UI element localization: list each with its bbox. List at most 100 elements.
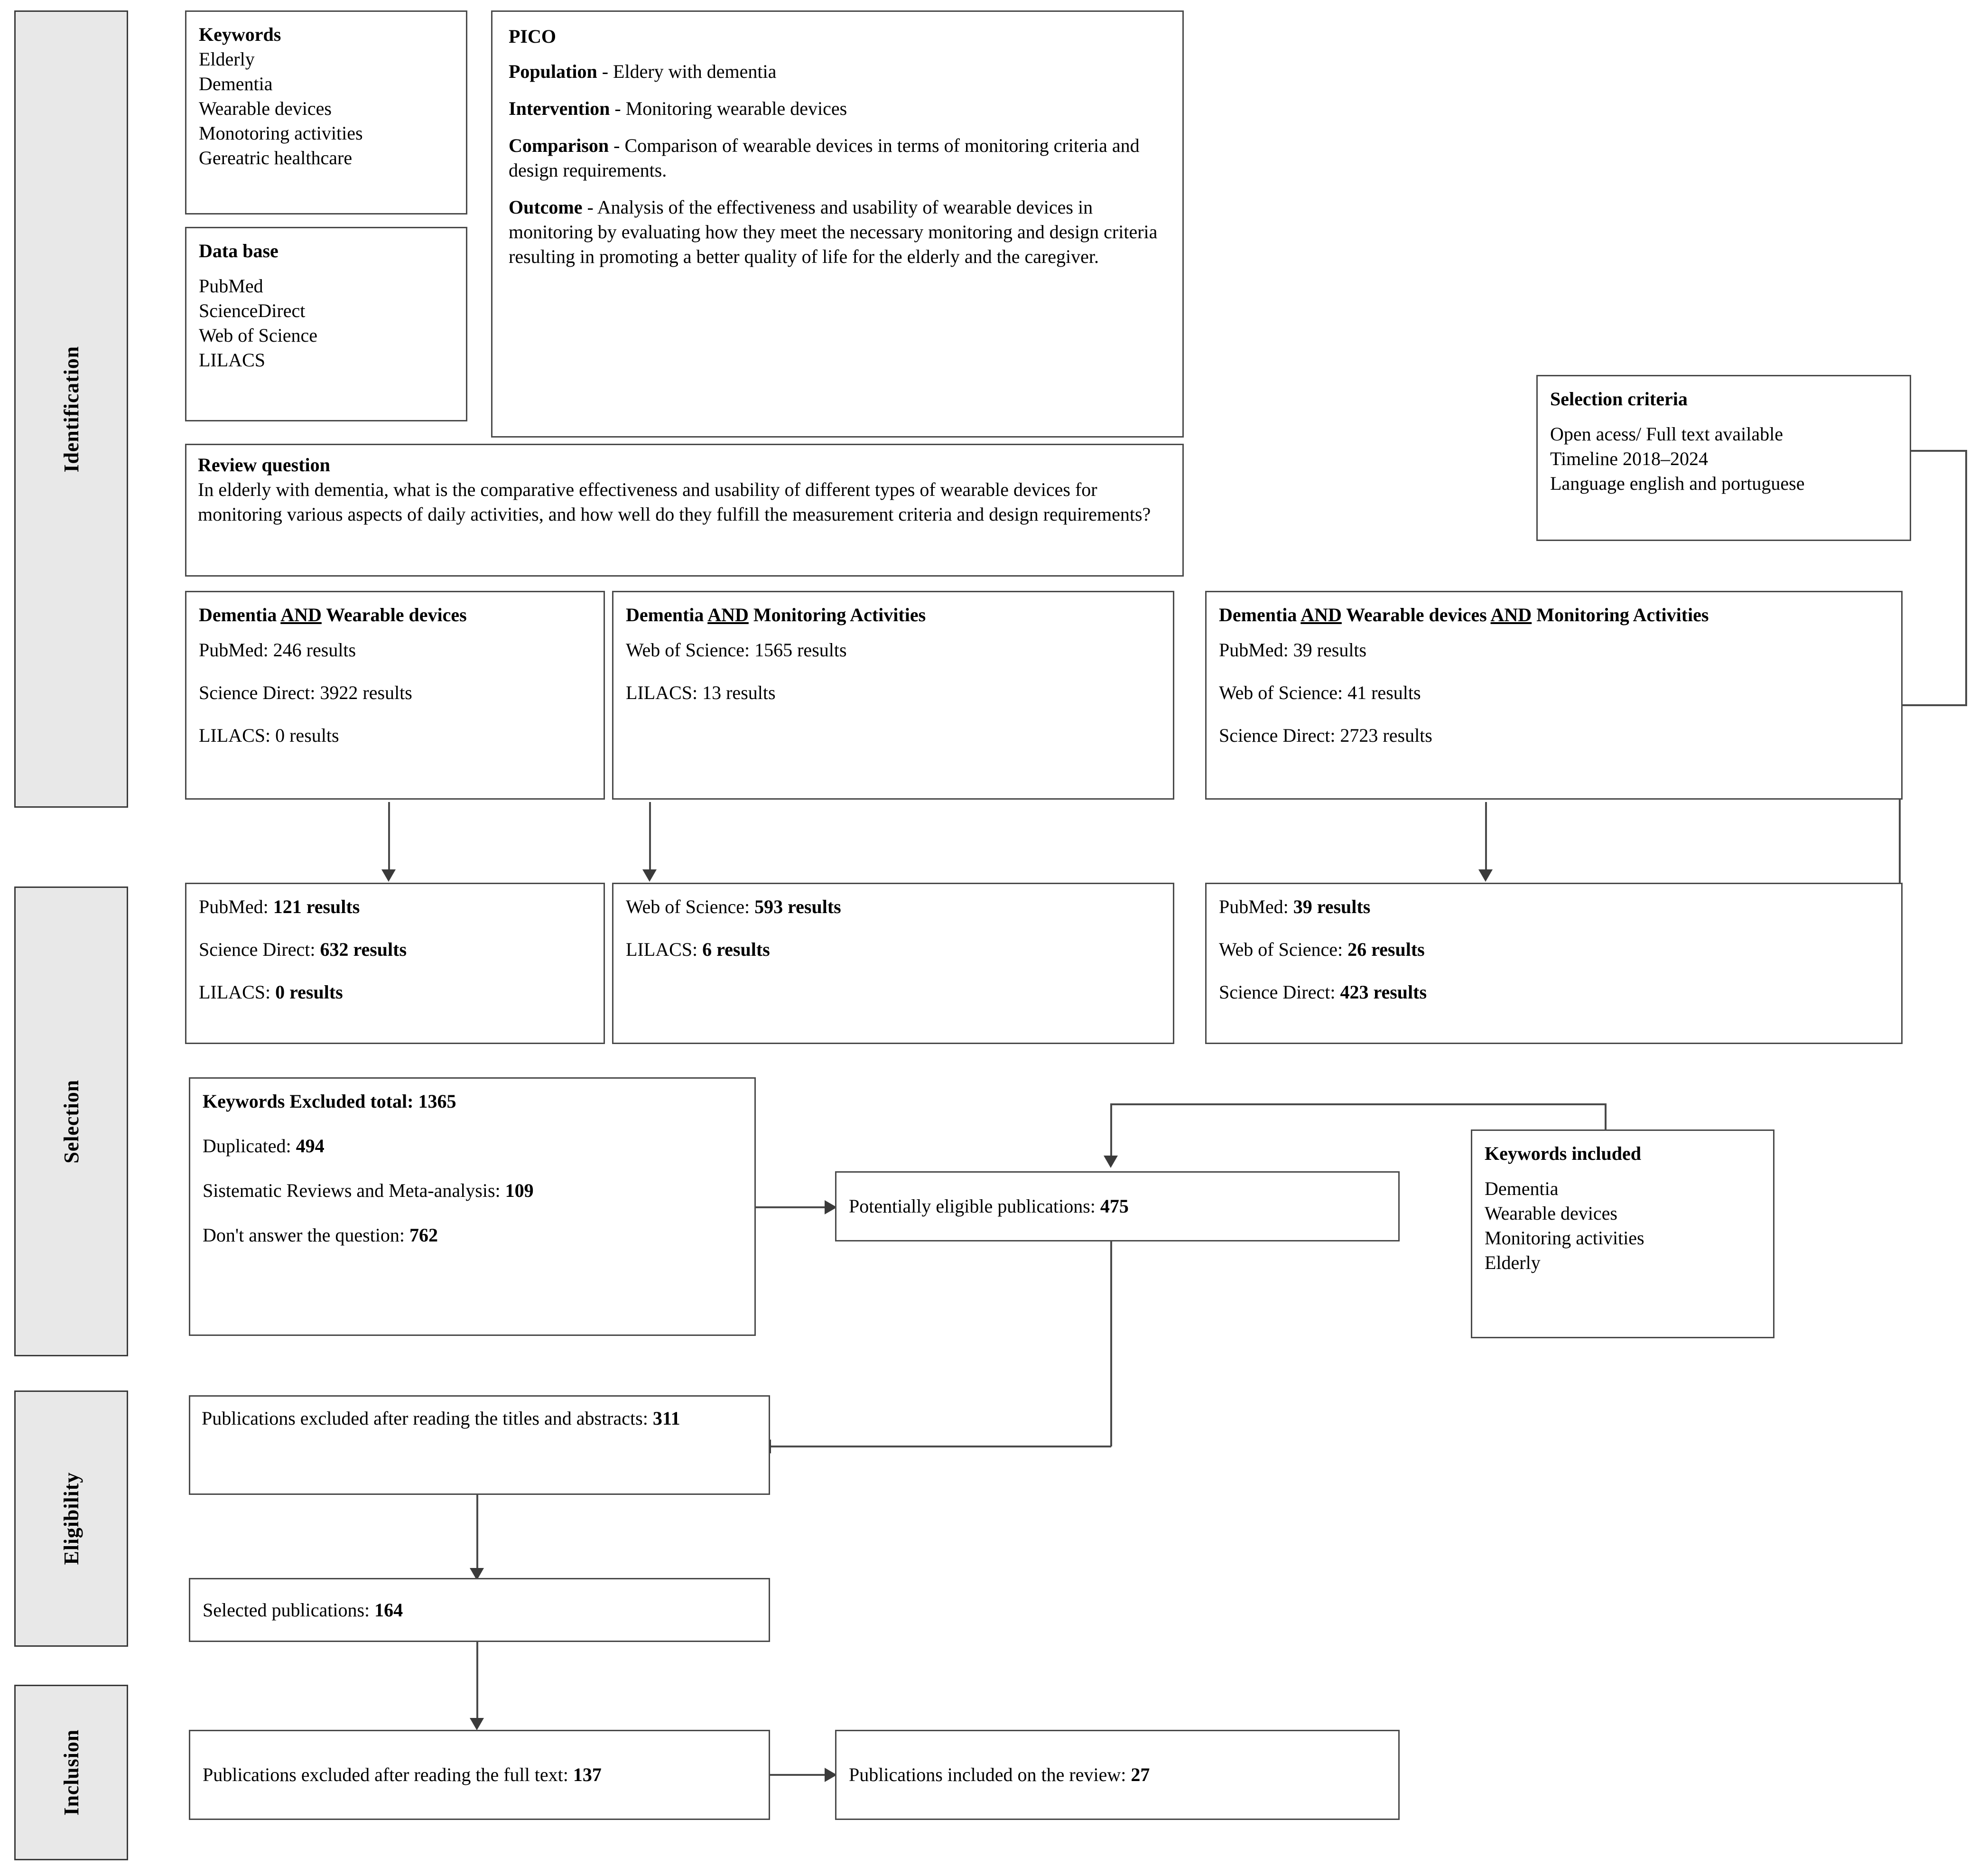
keywords-box-title: Keywords: [199, 24, 281, 45]
query-title-operator: AND: [707, 604, 749, 625]
query-title-part: Dementia: [626, 604, 708, 625]
filtered-row-label: Web of Science:: [626, 896, 755, 917]
query-box-title: Dementia AND Monitoring Activities: [626, 603, 1161, 627]
selected-publications-box: Selected publications: 164: [189, 1578, 770, 1642]
keywords-item: Gereatric healthcare: [199, 147, 353, 168]
connector-eligible-v: [1110, 1241, 1112, 1446]
spacer: [199, 263, 454, 274]
filtered-row-value: 26 results: [1347, 939, 1425, 960]
excluded-titles-box: Publications excluded after reading the …: [189, 1395, 770, 1495]
potentially-eligible-box: Potentially eligible publications: 475: [835, 1171, 1400, 1241]
keywords-excluded-row: Sistematic Reviews and Meta-analysis: 10…: [203, 1178, 742, 1203]
excluded-titles-text: Publications excluded after reading the …: [202, 1408, 680, 1429]
excluded-titles-value: 311: [652, 1408, 680, 1429]
stage-band-selection: Selection: [14, 886, 128, 1356]
pico-entry-outcome: Outcome - Analysis of the effectiveness …: [509, 195, 1166, 269]
filtered-row: Web of Science: 26 results: [1219, 937, 1889, 962]
filtered-row-value: 39 results: [1293, 896, 1371, 917]
filtered-row-label: Science Direct:: [1219, 981, 1340, 1003]
selected-publications-label: Selected publications:: [203, 1599, 375, 1621]
connector-q1-down: [388, 802, 390, 872]
connector-selected-arrow: [470, 1718, 484, 1730]
filtered-row: LILACS: 6 results: [626, 937, 1161, 962]
keywords-excluded-row-label: Sistematic Reviews and Meta-analysis:: [203, 1180, 505, 1201]
review-question-title: Review question: [198, 454, 330, 476]
connector-criteria-v2: [1899, 704, 1901, 970]
connector-excluded-h: [756, 1206, 825, 1208]
connector-excluded-arrow: [825, 1200, 837, 1214]
connector-q1-arrow: [381, 869, 396, 882]
connector-included-h1: [1110, 1103, 1606, 1105]
query-result-row: Science Direct: 2723 results: [1219, 725, 1432, 746]
filtered-row-label: PubMed:: [1219, 896, 1293, 917]
pico-box: PICO Population - Eldery with dementia I…: [491, 10, 1184, 438]
filtered-row-value: 6 results: [702, 939, 770, 960]
database-box: Data base PubMed ScienceDirect Web of Sc…: [185, 227, 467, 421]
query-title-part: Monitoring Activities: [1532, 604, 1709, 625]
database-item: ScienceDirect: [199, 300, 306, 321]
pico-entry-population: Population - Eldery with dementia: [509, 59, 1166, 84]
filtered-row-label: PubMed:: [199, 896, 273, 917]
keywords-box: Keywords Elderly Dementia Wearable devic…: [185, 10, 467, 215]
excluded-fulltext-value: 137: [573, 1764, 602, 1785]
database-item: PubMed: [199, 275, 263, 297]
keywords-item: Elderly: [199, 48, 255, 70]
query-title-part: Wearable devices: [1341, 604, 1491, 625]
query-box-title: Dementia AND Wearable devices: [199, 603, 591, 627]
connector-criteria-h1: [1910, 450, 1967, 452]
pico-box-title: PICO: [509, 26, 556, 47]
connector-titles-down: [476, 1495, 478, 1571]
selected-publications-value: 164: [374, 1599, 403, 1621]
potentially-eligible-label: Potentially eligible publications:: [849, 1195, 1100, 1217]
keywords-included-item: Wearable devices: [1485, 1203, 1617, 1224]
connector-q2-down: [649, 802, 651, 872]
query-title-operator: AND: [280, 604, 322, 625]
filtered-row-value: 121 results: [273, 896, 360, 917]
query-box-2: Dementia AND Monitoring Activities Web o…: [612, 591, 1174, 800]
filtered-row: LILACS: 0 results: [199, 980, 591, 1005]
stage-label-selection: Selection: [59, 1079, 83, 1164]
keywords-excluded-row-label: Duplicated:: [203, 1135, 296, 1157]
stage-label-inclusion: Inclusion: [59, 1729, 83, 1816]
selection-criteria-item: Timeline 2018–2024: [1550, 448, 1708, 469]
pico-entry-text: - Eldery with dementia: [597, 61, 777, 82]
keywords-excluded-row-value: 109: [505, 1180, 534, 1201]
pico-entry-label: Population: [509, 61, 597, 82]
stage-label-identification: Identification: [59, 345, 83, 473]
filtered-row: PubMed: 39 results: [1219, 895, 1889, 919]
filtered-row-label: Web of Science:: [1219, 939, 1348, 960]
selection-criteria-title: Selection criteria: [1550, 388, 1688, 410]
keywords-included-item: Dementia: [1485, 1178, 1559, 1199]
query-box-3: Dementia AND Wearable devices AND Monito…: [1205, 591, 1903, 800]
pico-entry-text: - Monitoring wearable devices: [610, 98, 847, 119]
selected-publications-text: Selected publications: 164: [203, 1598, 403, 1623]
filtered-row: Science Direct: 632 results: [199, 937, 591, 962]
connector-eligible-h: [771, 1446, 1111, 1447]
connector-q3-arrow: [1478, 869, 1493, 882]
query-title-operator: AND: [1490, 604, 1532, 625]
selection-criteria-box: Selection criteria Open acess/ Full text…: [1536, 375, 1911, 541]
included-review-text: Publications included on the review: 27: [849, 1763, 1150, 1787]
connector-included-v2: [1110, 1103, 1112, 1157]
pico-entry-label: Comparison: [509, 135, 609, 156]
keywords-excluded-row: Don't answer the question: 762: [203, 1223, 742, 1248]
pico-entry-text: - Analysis of the effectiveness and usab…: [509, 196, 1158, 267]
query-title-part: Wearable devices: [321, 604, 467, 625]
stage-band-inclusion: Inclusion: [14, 1685, 128, 1860]
spacer: [1219, 627, 1889, 638]
database-item: LILACS: [199, 349, 265, 371]
selection-criteria-item: Language english and portuguese: [1550, 473, 1805, 494]
keywords-excluded-row-value: 494: [296, 1135, 325, 1157]
review-question-box: Review question In elderly with dementia…: [185, 444, 1184, 577]
potentially-eligible-value: 475: [1100, 1195, 1129, 1217]
keywords-included-title: Keywords included: [1485, 1143, 1642, 1164]
keywords-item: Monotoring activities: [199, 122, 363, 144]
spacer: [199, 627, 591, 638]
query-box-1: Dementia AND Wearable devices PubMed: 24…: [185, 591, 605, 800]
keywords-included-item: Elderly: [1485, 1252, 1541, 1273]
keywords-excluded-box: Keywords Excluded total: 1365 Duplicated…: [189, 1077, 756, 1336]
connector-included-arrow: [1104, 1156, 1118, 1168]
keywords-excluded-row-label: Don't answer the question:: [203, 1224, 410, 1246]
selection-criteria-item: Open acess/ Full text available: [1550, 423, 1783, 445]
pico-entry-intervention: Intervention - Monitoring wearable devic…: [509, 96, 1166, 121]
